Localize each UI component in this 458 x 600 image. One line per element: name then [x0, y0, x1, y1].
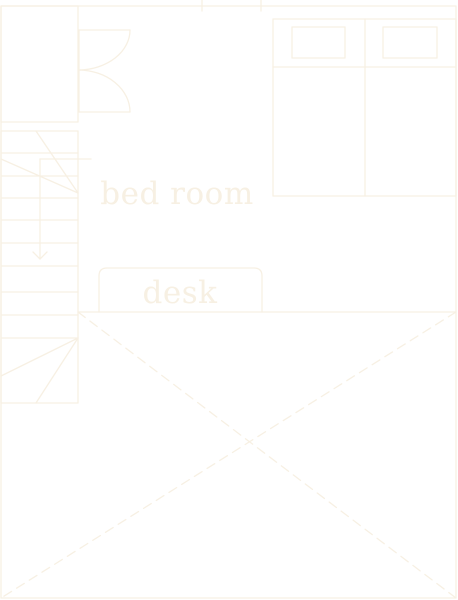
desk-label: desk	[143, 275, 218, 311]
stair-frame	[0, 130, 79, 404]
door	[78, 29, 131, 113]
staircase	[0, 130, 92, 404]
desk	[98, 267, 263, 313]
floor-void-cross	[0, 311, 457, 599]
pillow-left	[291, 26, 346, 59]
outer-wall	[0, 5, 457, 599]
stair-arrow	[32, 158, 92, 260]
closet	[0, 5, 79, 123]
twin-beds	[272, 18, 457, 197]
bedroom-label: bed room	[100, 176, 253, 212]
pillow-right	[382, 26, 438, 59]
